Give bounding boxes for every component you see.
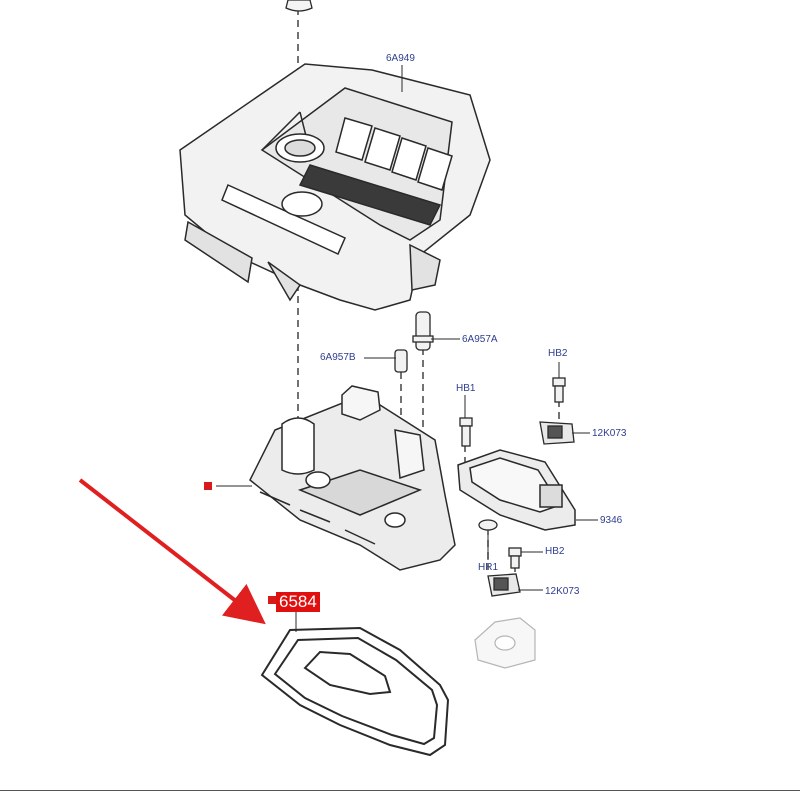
bottom-divider [0, 790, 800, 791]
label-pcv-tube: 6A957A [462, 334, 498, 345]
oil-filler-cap [285, 0, 313, 12]
valve-cover [249, 385, 456, 571]
label-bolt-hb1: HB1 [456, 383, 476, 394]
label-bolt-hb2-lower: HB2 [545, 546, 565, 557]
label-engine-cover: 6A949 [386, 53, 415, 64]
cover-9346 [457, 449, 576, 531]
callout-marker [268, 596, 276, 604]
red-arrow [78, 478, 266, 625]
pcv-tube [412, 311, 434, 351]
cam-sensor-upper [539, 421, 575, 445]
sensor-bracket [474, 617, 536, 669]
cam-sensor-lower [487, 573, 521, 597]
bolt-hb2-lower [508, 547, 522, 569]
pcv-valve [394, 349, 408, 373]
engine-cover [179, 63, 491, 311]
red-marker [204, 482, 212, 490]
bolt-hb1 [459, 417, 473, 447]
label-sensor-lower: 12K073 [545, 586, 580, 597]
label-bolt-hb2-upper: HB2 [548, 348, 568, 359]
label-cover-9346: 9346 [600, 515, 623, 526]
label-bolt-hr1: HR1 [478, 562, 499, 573]
label-sensor-upper: 12K073 [592, 428, 627, 439]
washer [478, 519, 498, 531]
label-pcv-valve: 6A957B [320, 352, 356, 363]
bolt-hb2-upper [552, 377, 566, 403]
valve-cover-gasket [260, 626, 450, 757]
leader-lines [216, 65, 598, 632]
callout-part-number: 6584 [276, 592, 320, 612]
